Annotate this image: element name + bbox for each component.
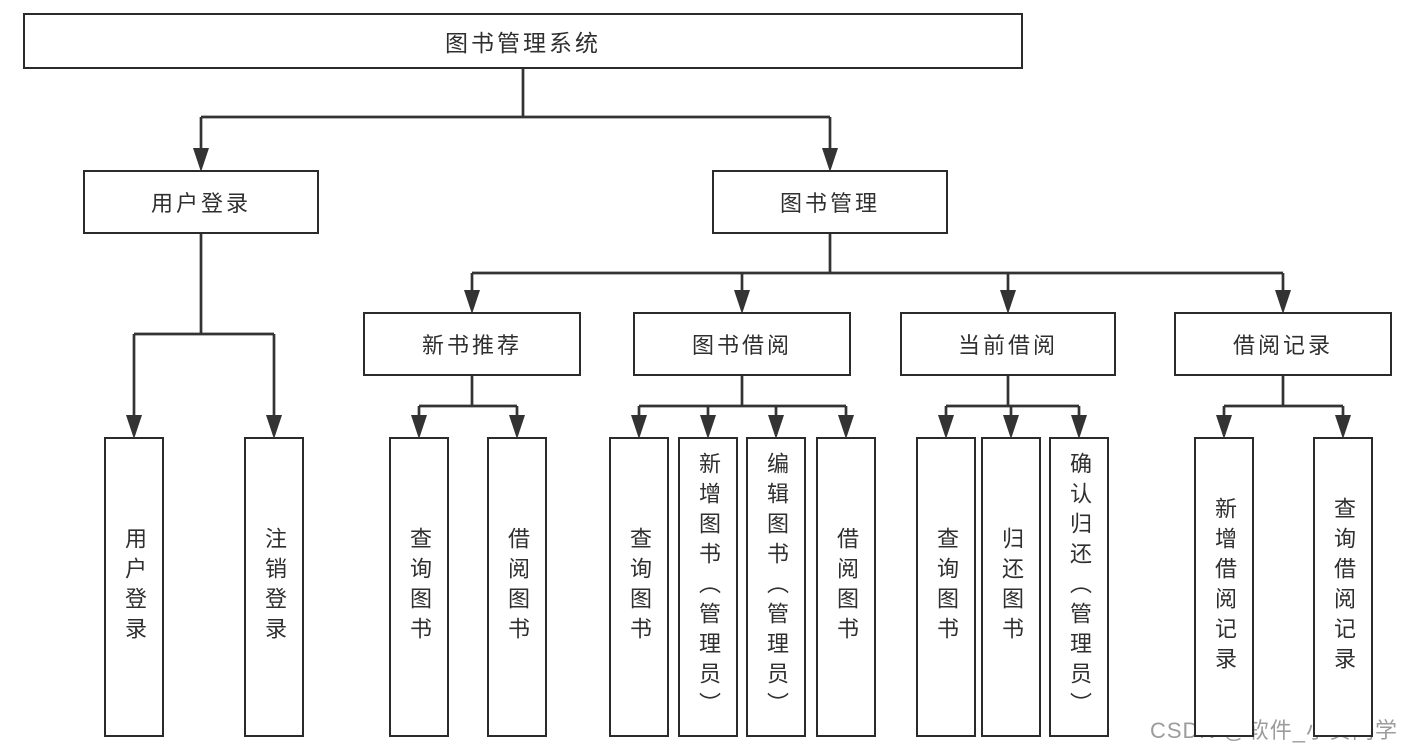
node-leaf-edit-books-admin: 编辑图书（管理员） [746, 437, 806, 737]
node-leaf-query-books-b: 查询图书 [609, 437, 669, 737]
node-new-book-recommendation: 新书推荐 [363, 312, 581, 376]
node-label: 借阅图书 [834, 527, 859, 647]
node-leaf-confirm-return-admin: 确认归还（管理员） [1049, 437, 1109, 737]
node-book-management-system: 图书管理系统 [23, 13, 1023, 69]
node-label: 查询图书 [934, 527, 959, 647]
node-user-login: 用户登录 [83, 170, 319, 234]
node-label: 图书管理 [779, 191, 880, 216]
node-leaf-add-borrow-record: 新增借阅记录 [1194, 437, 1254, 737]
node-label: 查询图书 [407, 527, 432, 647]
node-label: 图书管理系统 [445, 30, 601, 56]
node-label: 图书借阅 [691, 333, 792, 358]
node-current-borrowing: 当前借阅 [900, 312, 1116, 376]
node-label: 查询图书 [627, 527, 652, 647]
node-book-borrowing: 图书借阅 [633, 312, 851, 376]
node-leaf-borrow-books-b: 借阅图书 [816, 437, 876, 737]
node-label: 确认归还（管理员） [1067, 452, 1092, 722]
node-leaf-logout: 注销登录 [244, 437, 304, 737]
node-label: 新书推荐 [421, 333, 522, 358]
node-label: 新增借阅记录 [1212, 497, 1237, 677]
node-leaf-query-borrow-record: 查询借阅记录 [1313, 437, 1373, 737]
node-label: 用户登录 [122, 527, 147, 647]
node-label: 新增图书（管理员） [696, 452, 721, 722]
node-label: 编辑图书（管理员） [764, 452, 789, 722]
node-label: 借阅记录 [1232, 333, 1333, 358]
node-leaf-borrow-books-a: 借阅图书 [487, 437, 547, 737]
node-leaf-return-books: 归还图书 [981, 437, 1041, 737]
node-leaf-add-books-admin: 新增图书（管理员） [678, 437, 738, 737]
node-label: 借阅图书 [505, 527, 530, 647]
node-leaf-query-books-c: 查询图书 [916, 437, 976, 737]
node-leaf-user-login: 用户登录 [104, 437, 164, 737]
node-leaf-query-books-a: 查询图书 [389, 437, 449, 737]
node-label: 用户登录 [150, 191, 251, 216]
node-borrowing-records: 借阅记录 [1174, 312, 1392, 376]
node-label: 归还图书 [999, 527, 1024, 647]
node-label: 当前借阅 [957, 333, 1058, 358]
node-label: 查询借阅记录 [1331, 497, 1356, 677]
node-book-management: 图书管理 [712, 170, 948, 234]
node-label: 注销登录 [262, 527, 287, 647]
